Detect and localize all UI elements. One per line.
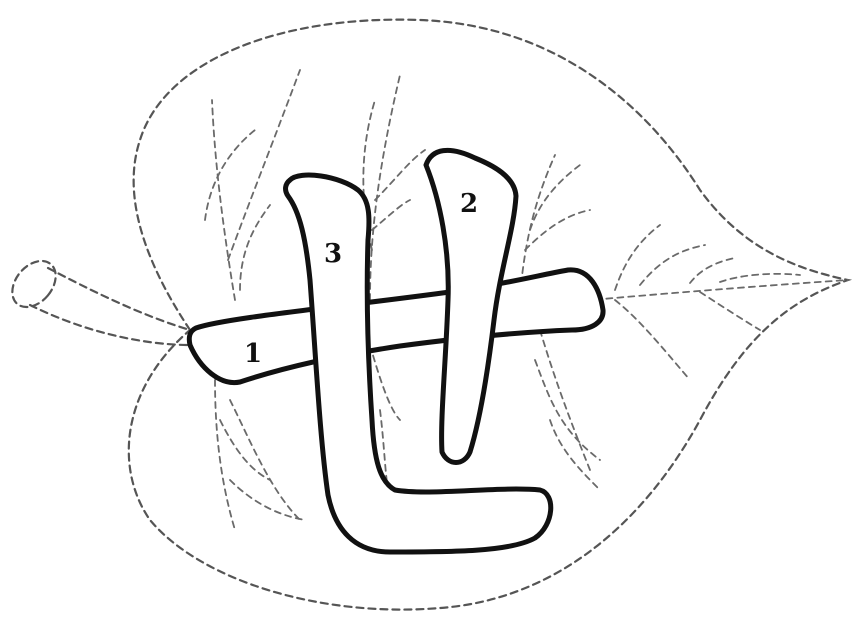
stroke-number-1: 1 [244, 339, 262, 369]
leaf-stem [3, 253, 190, 345]
stroke-number-3: 3 [324, 239, 342, 269]
stroke-number-2: 2 [460, 189, 478, 219]
